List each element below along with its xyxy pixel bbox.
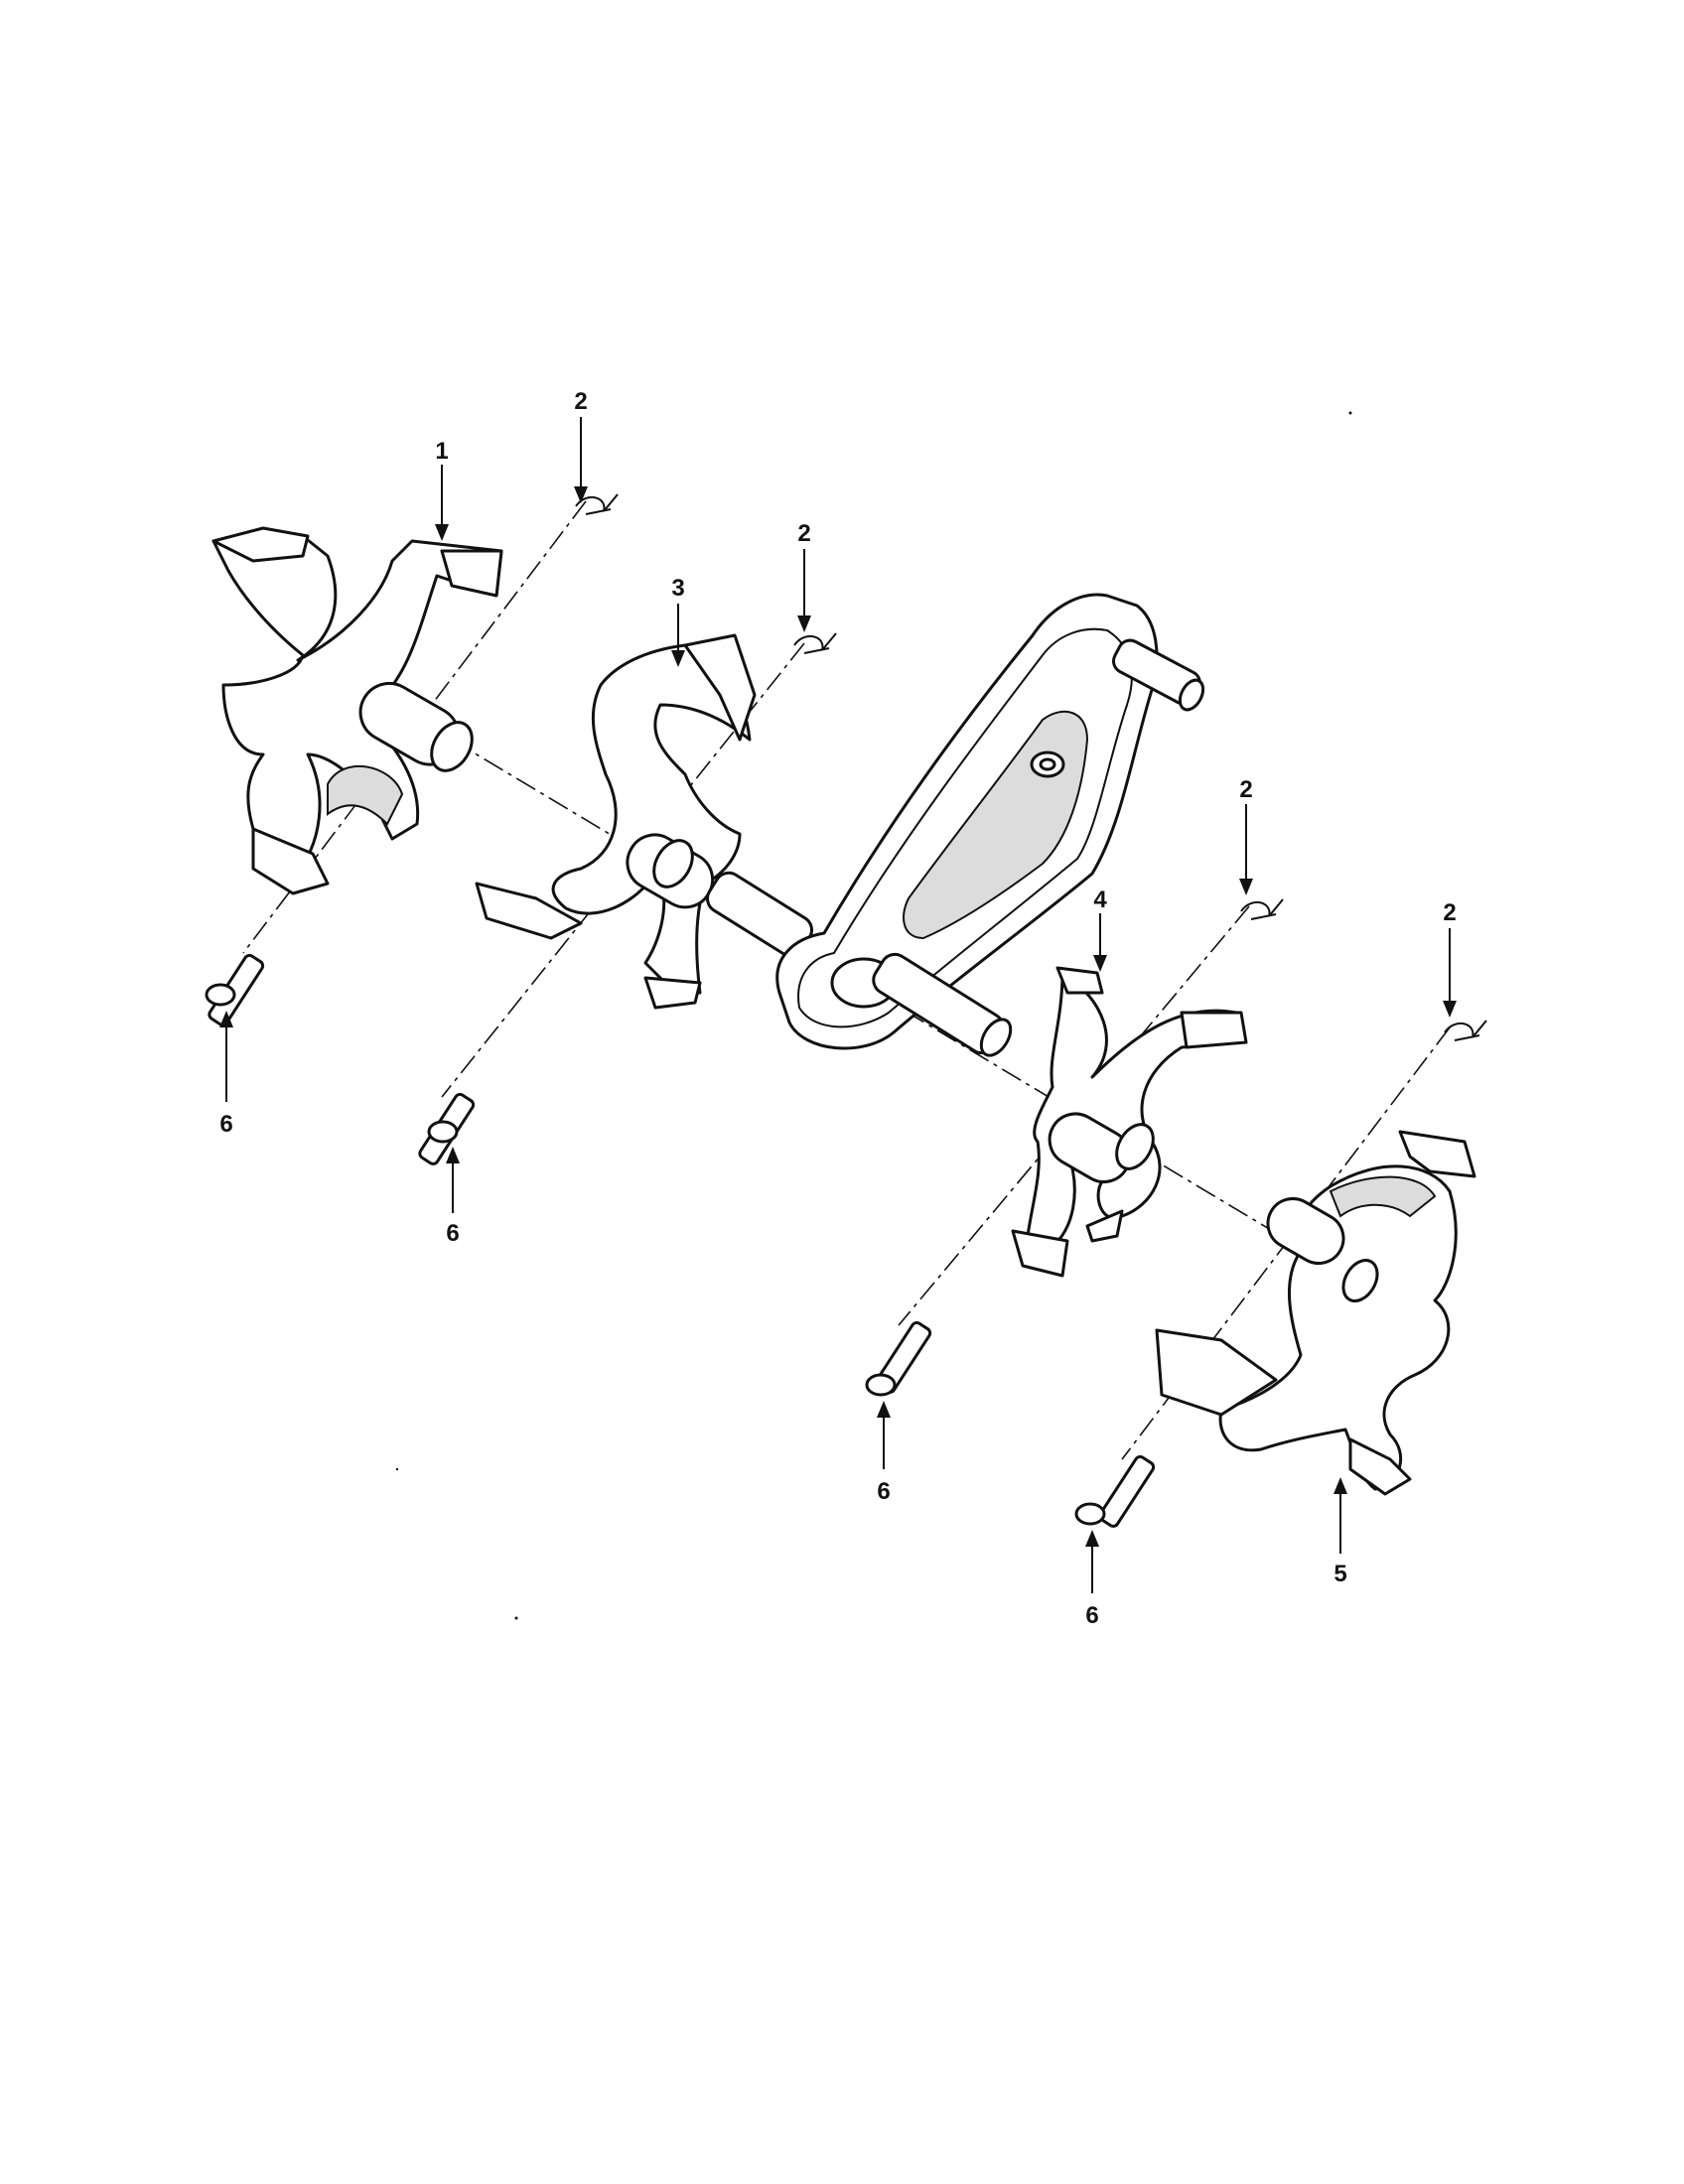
callout-2d: 2 [1443,899,1456,926]
output-shaft-upper-end [1178,678,1205,712]
speck-2 [514,1616,518,1620]
hairpin-clip-d [1444,1020,1487,1041]
tine-5-hub [1266,1197,1345,1265]
leader-arrows [219,417,1457,1593]
clevis-pins [205,953,1156,1528]
tine-1 [211,526,503,895]
arrowhead-6a [219,1011,233,1027]
tine-4-tip-top [1055,966,1104,995]
callout-6a: 6 [219,1111,232,1138]
tine-5-tip-top [1398,1130,1476,1178]
clevis-pin-d-head [1074,1502,1106,1526]
tine-4 [1011,966,1248,1278]
tine-1-tip-bottom [251,827,330,895]
hairpin-clip-c [1240,898,1284,920]
callout-4: 4 [1093,887,1107,913]
hairpin-clip-a [575,493,619,515]
tine-4-tip-bottom [1011,1229,1069,1278]
speck-3 [395,1467,399,1471]
callout-3: 3 [671,575,684,602]
hairpin-clip-b [793,632,837,654]
arrowhead-2d [1443,1001,1457,1018]
clevis-pin-c-head [865,1373,897,1397]
callout-6d: 6 [1085,1602,1098,1629]
tine-4-tip-lower-mid [1085,1209,1124,1243]
tine-1-tip-top-right [440,549,503,598]
callout-6b: 6 [446,1220,459,1247]
tine-5-upper-shade [1329,1175,1437,1218]
speck-1 [1348,411,1352,415]
tine-1-body [211,534,503,881]
arrowhead-6c [877,1401,891,1418]
drive-shaft-right-end [979,1018,1013,1057]
callout-2c: 2 [1239,776,1252,803]
tine-3-tip-lower-right [643,976,702,1010]
callout-6c: 6 [877,1478,890,1505]
arrowhead-2a [574,486,588,503]
arrowhead-4 [1093,955,1107,972]
clevis-pin-a-head [205,983,236,1007]
callout-2b: 2 [797,520,810,547]
hairpin-clips [575,493,1487,1041]
tine-3-hub-bore [652,839,694,888]
scan-specks [395,411,1352,1620]
tine-5-hub-bore [1341,1259,1379,1302]
callout-2a: 2 [574,388,587,415]
tine-4-tip-right [1180,1011,1248,1049]
tine-1-lower-shade [327,765,404,826]
clevis-pin-d-shank [1098,1454,1156,1528]
clevis-pin-b-head [427,1120,459,1144]
arrowhead-3 [671,650,685,667]
tine-1-hub-bore [430,721,474,772]
callout-5: 5 [1333,1561,1346,1587]
tine-3-tip-lower-left [475,882,583,940]
arrowhead-1 [435,524,449,541]
tine-3 [475,633,757,1010]
arrowhead-2c [1239,879,1253,895]
tine-1-tip-top-left [211,526,310,563]
arrowhead-5 [1333,1477,1347,1494]
arrowhead-2b [797,615,811,632]
gear-case-boss-hole [1039,757,1056,771]
tine-5 [1155,1130,1476,1496]
arrowhead-6d [1085,1530,1099,1547]
callout-1: 1 [435,438,448,465]
tine-5-tip-lower-left [1155,1328,1278,1417]
gear-case-assembly [706,593,1205,1057]
tine-4-hub-bore [1115,1123,1155,1170]
tine-5-tip-lower-right [1348,1437,1412,1496]
callout-labels: 1 2 2 3 2 4 2 6 6 6 6 5 [219,388,1456,1629]
tine-5-body [1218,1164,1458,1491]
tine-3-tip-upper [683,633,757,742]
arrowhead-6b [446,1147,460,1163]
